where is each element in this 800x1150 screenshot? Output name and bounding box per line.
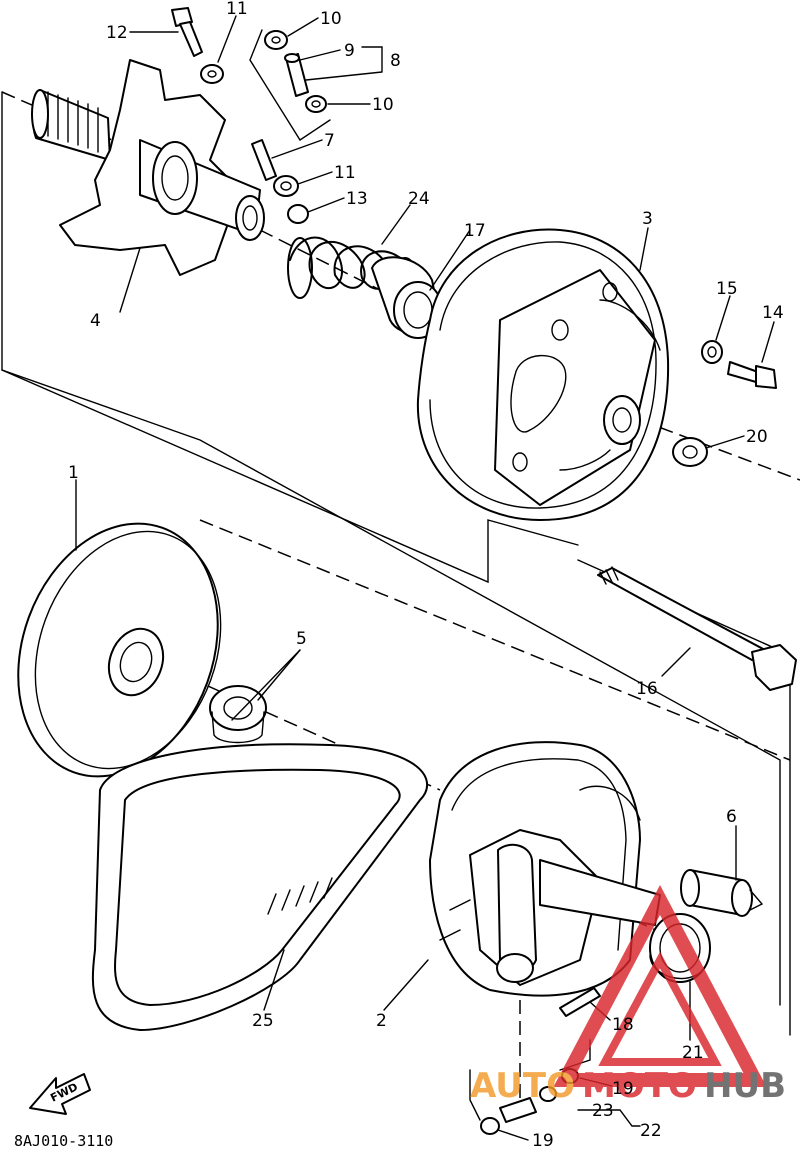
callout-19-upper: 19 <box>612 1079 634 1099</box>
fwd-arrow: FWD <box>29 1073 91 1115</box>
small-hardware <box>171 7 331 224</box>
callout-6: 6 <box>726 807 737 827</box>
callout-7: 7 <box>324 131 335 151</box>
callout-20: 20 <box>746 427 768 447</box>
watermark-auto: AUTO <box>470 1066 575 1106</box>
callout-1: 1 <box>68 463 79 483</box>
callout-11-top: 11 <box>226 0 248 19</box>
callout-10-bottom: 10 <box>372 95 394 115</box>
callout-2: 2 <box>376 1011 387 1031</box>
callout-8: 8 <box>390 51 401 71</box>
callout-23: 23 <box>592 1101 614 1121</box>
watermark-hub: HUB <box>704 1066 786 1106</box>
callout-15: 15 <box>716 279 738 299</box>
callout-18: 18 <box>612 1015 634 1035</box>
callout-22: 22 <box>640 1121 662 1141</box>
watermark-moto: MOTO <box>582 1066 697 1106</box>
secondary-sheave-housing <box>429 741 661 997</box>
callout-10-top: 10 <box>320 9 342 29</box>
cover-hardware <box>672 340 777 467</box>
callout-17: 17 <box>464 221 486 241</box>
part-code: 8AJ010-3110 <box>14 1132 113 1150</box>
callout-5: 5 <box>296 629 307 649</box>
leader-lines <box>75 15 775 1141</box>
primary-fixed-sheave-boss <box>31 59 265 276</box>
watermark-logo: AUTO MOTO HUB <box>470 885 786 1106</box>
v-belt <box>91 743 429 1031</box>
callout-25: 25 <box>252 1011 274 1031</box>
primary-fixed-sheave <box>17 522 222 778</box>
callout-4: 4 <box>90 311 101 331</box>
callout-3: 3 <box>642 209 653 229</box>
callout-24: 24 <box>408 189 430 209</box>
sleeve <box>680 869 764 917</box>
callout-13: 13 <box>346 189 368 209</box>
callout-labels: 12 11 10 9 8 10 7 11 13 24 17 3 15 14 20… <box>68 0 784 1150</box>
primary-cover <box>416 228 670 521</box>
callout-12: 12 <box>106 23 128 43</box>
callout-19-lower: 19 <box>532 1131 554 1150</box>
callout-16: 16 <box>636 679 658 699</box>
callout-21: 21 <box>682 1043 704 1063</box>
callout-9: 9 <box>344 41 355 61</box>
bushing-pair <box>209 685 267 744</box>
callout-14: 14 <box>762 303 784 323</box>
long-bolt <box>597 566 797 691</box>
callout-11-lower: 11 <box>334 163 356 183</box>
